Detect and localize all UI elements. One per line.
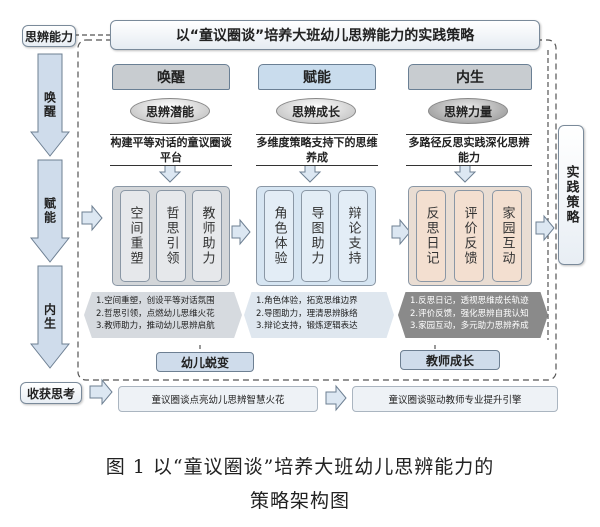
card-reflection-diary: 反思日记 xyxy=(416,190,446,282)
strategy-awaken: 构建平等对话的童议圈谈平台 xyxy=(110,134,232,166)
strategy-empower: 多维度策略支持下的思维养成 xyxy=(256,134,378,166)
summary-empower: 1.角色体验，拓宽思维边界 2.导图助力，理清思辨脉络 3.辩论支持，锻炼逻辑表… xyxy=(244,292,394,338)
card-philosophy-lead: 哲思引领 xyxy=(156,190,186,282)
stage-label-awaken: 唤醒 xyxy=(42,91,57,119)
ellipse-inner: 思辨力量 xyxy=(428,98,508,124)
figure-caption-line2: 策略架构图 xyxy=(249,490,350,512)
card-teacher-help: 教师助力 xyxy=(192,190,222,282)
outcome-text-children: 童议圈谈点亮幼儿思辨智慧火花 xyxy=(118,386,318,412)
figure-caption-line1: 图 1 以“童议圈谈”培养大班幼儿思辨能力的 xyxy=(105,456,495,478)
summary-inner: 1.反思日记，透视思维成长轨迹 2.评价反馈，强化思辨自我认知 3.家园互动，多… xyxy=(398,292,548,338)
card-debate-support: 辩论支持 xyxy=(338,190,368,282)
left-arrow-column xyxy=(30,53,70,369)
card-home-interaction: 家园互动 xyxy=(492,190,522,282)
outcome-header-children: 幼儿蜕变 xyxy=(156,352,254,372)
summary-inner-line: 2.评价反馈，强化思辨自我认知 xyxy=(410,308,529,319)
summary-empower-line: 2.导图助力，理清思辨脉络 xyxy=(256,308,358,319)
summary-empower-line: 1.角色体验，拓宽思维边界 xyxy=(256,296,358,306)
summary-empower-line: 3.辩论支持，锻炼逻辑表达 xyxy=(256,321,358,331)
card-evaluation-feedback: 评价反馈 xyxy=(454,190,484,282)
stage-label-inner: 内生 xyxy=(42,303,57,331)
card-role-experience: 角色体验 xyxy=(264,190,294,282)
tab-awaken: 唤醒 xyxy=(112,64,230,90)
ellipse-empower: 思辨成长 xyxy=(276,98,356,124)
practice-strategy-box: 实践策略 xyxy=(558,125,584,265)
outcome-text-teachers: 童议圈谈驱动教师专业提升引擎 xyxy=(352,386,558,412)
summary-awaken-line: 3.教师助力，推动幼儿思辨启航 xyxy=(96,321,215,331)
left-top-box: 思辨能力 xyxy=(22,25,76,47)
card-mindmap-help: 导图助力 xyxy=(301,190,331,282)
card-space-reshape: 空间重塑 xyxy=(120,190,150,282)
summary-awaken: 1.空间重塑，创设平等对话氛围 2.哲思引领，点燃幼儿思维火花 3.教师助力，推… xyxy=(84,292,242,338)
stage-label-empower: 赋能 xyxy=(42,197,57,225)
summary-awaken-line: 2.哲思引领，点燃幼儿思维火花 xyxy=(96,308,215,319)
summary-inner-line: 1.反思日记，透视思维成长轨迹 xyxy=(410,296,529,306)
diagram-title: 以“童议圈谈”培养大班幼儿思辨能力的实践策略 xyxy=(110,20,540,50)
left-bottom-box: 收获思考 xyxy=(20,382,82,404)
outcome-header-teachers: 教师成长 xyxy=(400,350,500,370)
summary-inner-line: 3.家园互动，多元助力思辨养成 xyxy=(410,321,529,331)
tab-inner: 内生 xyxy=(408,64,532,90)
ellipse-awaken: 思辨潜能 xyxy=(130,98,210,124)
summary-awaken-line: 1.空间重塑，创设平等对话氛围 xyxy=(96,296,215,306)
tab-empower: 赋能 xyxy=(258,64,376,90)
strategy-inner: 多路径反思实践深化思辨能力 xyxy=(406,134,532,166)
